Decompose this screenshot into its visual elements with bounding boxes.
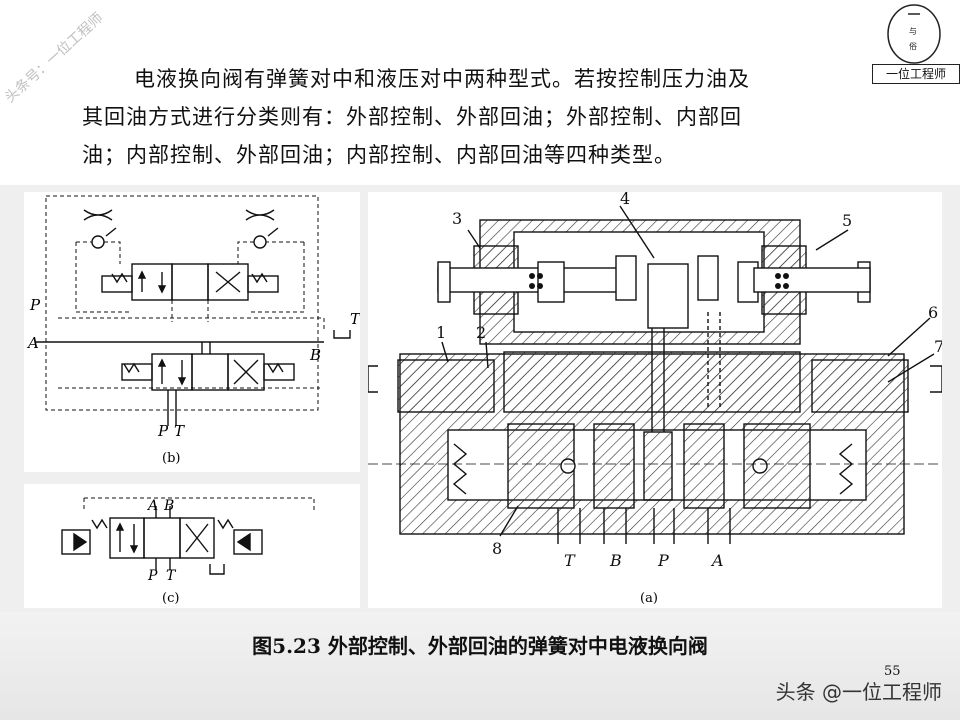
- panel-c-drawing: A B P T (c): [61, 497, 315, 606]
- b-port-B: B: [309, 346, 321, 364]
- callout-6: 6: [928, 303, 938, 322]
- a-sublabel: (a): [640, 591, 658, 606]
- c-sublabel: (c): [162, 591, 179, 606]
- b-port-T-bottom: T: [174, 422, 185, 440]
- panel-c-symbol: A B P T (c): [24, 484, 360, 608]
- a-port-P: P: [657, 551, 669, 570]
- panel-b-drawing: P A B T P T (b): [26, 195, 361, 466]
- paragraph-line-1: 电液换向阀有弹簧对中和液压对中两种型式。若按控制压力油及: [134, 67, 750, 91]
- b-port-P-bottom: P: [157, 422, 169, 440]
- svg-text:与: 与: [909, 27, 917, 36]
- callout-4: 4: [620, 192, 630, 208]
- callout-2: 2: [476, 323, 486, 342]
- a-port-A: A: [710, 551, 724, 570]
- callout-3: 3: [452, 209, 462, 228]
- callout-7: 7: [934, 337, 942, 356]
- b-port-T-right: T: [350, 310, 360, 328]
- watermark-logo-icon: 与 俗: [887, 4, 941, 64]
- svg-text:俗: 俗: [909, 41, 917, 51]
- intro-paragraph: 电液换向阀有弹簧对中和液压对中两种型式。若按控制压力油及 其回油方式进行分类则有…: [82, 60, 912, 174]
- paragraph-line-3: 油；内部控制、外部回油；内部控制、内部回油等四种类型。: [82, 143, 676, 167]
- figure-caption: 图5.23 外部控制、外部回油的弹簧对中电液换向阀: [252, 634, 708, 658]
- c-port-B: B: [163, 498, 174, 514]
- c-port-A: A: [146, 498, 158, 514]
- b-port-A: A: [26, 334, 39, 352]
- panel-a-section: 3 4 5 6 7 1 2 8 T B P A (a): [367, 189, 944, 608]
- c-port-T: T: [166, 568, 177, 584]
- callout-5: 5: [842, 211, 852, 230]
- c-port-P: P: [147, 568, 158, 584]
- panel-a-drawing: 3 4 5 6 7 1 2 8 T B P A (a): [367, 189, 944, 606]
- a-port-B: B: [609, 551, 622, 570]
- a-port-T: T: [564, 551, 576, 570]
- b-port-P: P: [29, 296, 41, 314]
- callout-1: 1: [436, 323, 446, 342]
- page-number: 55: [884, 664, 901, 679]
- b-sublabel: (b): [162, 451, 180, 466]
- logo-label: 一位工程师: [872, 64, 960, 84]
- caption-background-band: [0, 612, 960, 720]
- bottom-watermark: 头条 @一位工程师: [775, 680, 942, 704]
- paragraph-line-2: 其回油方式进行分类则有：外部控制、外部回油；外部控制、内部回: [82, 105, 742, 129]
- callout-8: 8: [492, 539, 502, 558]
- panel-b-symbol: P A B T P T (b): [24, 192, 361, 472]
